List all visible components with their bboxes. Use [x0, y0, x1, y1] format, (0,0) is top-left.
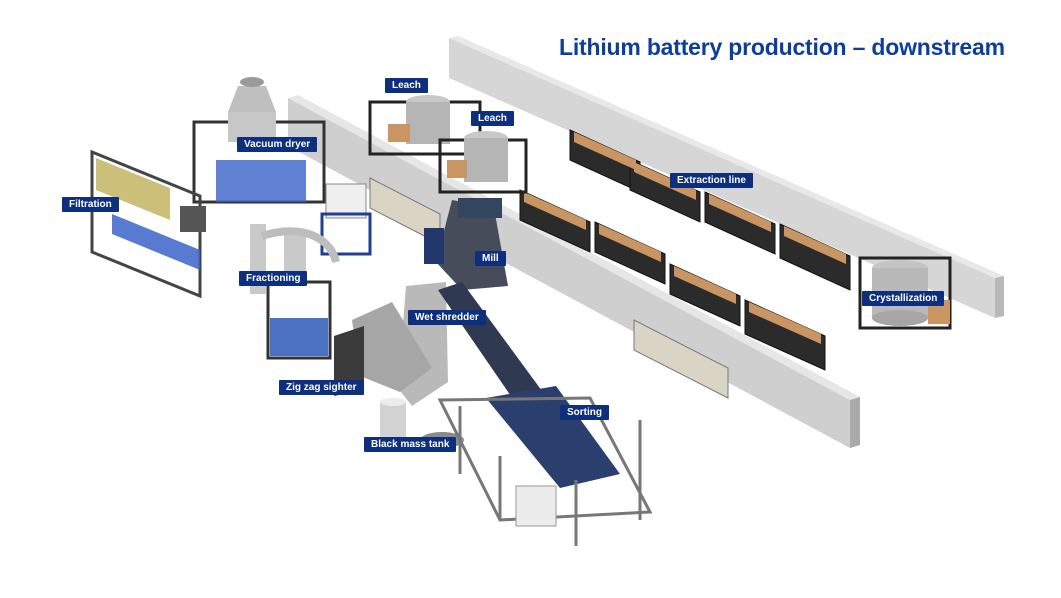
extraction-crates — [524, 132, 846, 344]
filtration-unit — [90, 149, 206, 299]
label-fractioning: Fractioning — [239, 271, 308, 286]
label-zig-zag-sighter: Zig zag sighter — [279, 380, 364, 395]
label-sorting: Sorting — [560, 405, 609, 420]
sorting-platform — [437, 282, 653, 546]
label-leach-1: Leach — [385, 78, 428, 93]
fractioning-unit — [250, 224, 340, 360]
label-filtration: Filtration — [62, 197, 119, 212]
label-crystallization: Crystallization — [862, 291, 945, 306]
mill — [424, 198, 508, 290]
leach-tanks — [368, 95, 528, 194]
label-wet-shredder: Wet shredder — [408, 310, 486, 325]
label-leach-2: Leach — [471, 111, 514, 126]
front-wall — [288, 95, 860, 448]
label-extraction-line: Extraction line — [670, 173, 753, 188]
label-black-mass-tank: Black mass tank — [364, 437, 457, 452]
page-title: Lithium battery production – downstream — [559, 34, 1005, 60]
label-vacuum-dryer: Vacuum dryer — [237, 137, 318, 152]
label-mill: Mill — [475, 251, 506, 266]
